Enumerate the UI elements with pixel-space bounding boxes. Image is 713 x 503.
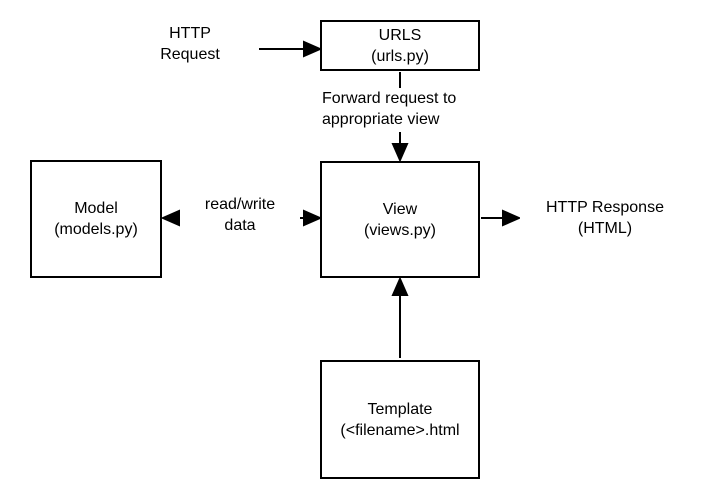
node-model: Model (models.py)	[30, 160, 162, 278]
arrowhead-up-icon	[391, 276, 409, 296]
read-write-data-label: read/write data	[180, 194, 300, 236]
node-view: View (views.py)	[320, 161, 480, 278]
arrowhead-down-icon	[391, 143, 409, 163]
forward-request-label: Forward request to appropriate view	[322, 88, 492, 130]
arrowhead-left-icon	[160, 209, 180, 227]
http-response-label: HTTP Response (HTML)	[520, 197, 690, 239]
arrowhead-right-icon	[502, 209, 522, 227]
node-urls: URLS (urls.py)	[320, 20, 480, 71]
http-request-label: HTTP Request	[130, 23, 250, 65]
arrowhead-right-icon	[303, 40, 323, 58]
node-template: Template (<filename>.html	[320, 360, 480, 479]
arrowhead-right-icon	[303, 209, 323, 227]
